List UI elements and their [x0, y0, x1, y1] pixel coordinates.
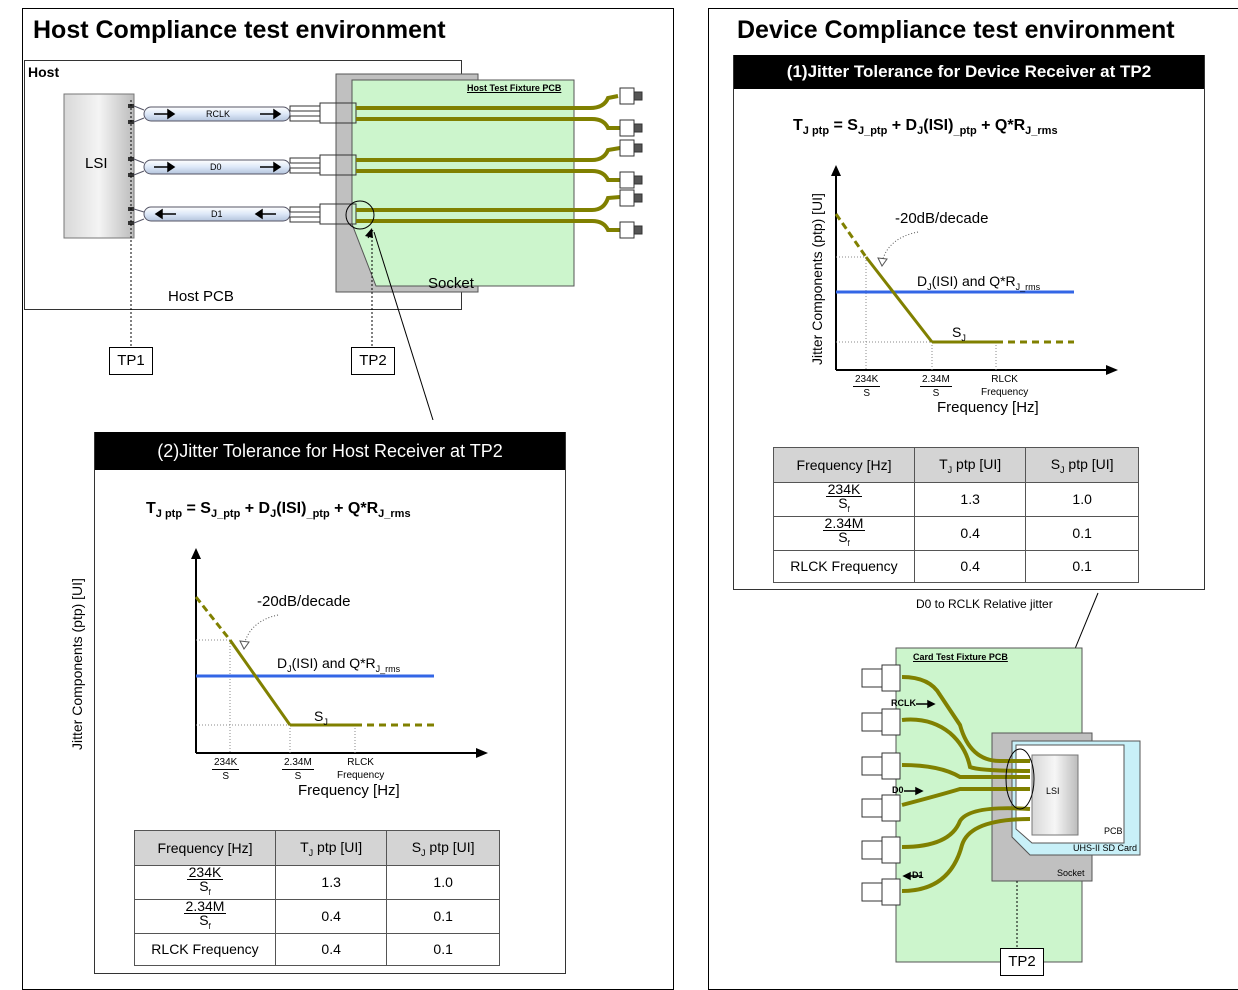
lsi-label: LSI [85, 155, 108, 172]
table-header-sj: SJ ptp [UI] [386, 830, 500, 866]
card-sd-label: UHS-II SD Card [1073, 843, 1138, 853]
tp1-label: TP1 [109, 347, 153, 375]
host-jitter-table: Frequency [Hz] TJ ptp [UI] SJ ptp [UI] 2… [134, 830, 500, 966]
device-plot-slope-label: -20dB/decade [895, 210, 989, 227]
card-rclk-label: RCLK [891, 698, 916, 708]
host-fixture-label: Host Test Fixture PCB [467, 83, 562, 93]
host-setup-diagram [63, 73, 643, 420]
d1-cable-label: D1 [211, 209, 223, 219]
device-plot-x-axis-label: Frequency [Hz] [937, 399, 1039, 416]
device-jitter-plot [831, 165, 1118, 375]
host-panel-title: Host Compliance test environment [33, 16, 446, 44]
host-plot-y-axis-label: Jitter Components (ptp) [UI] [69, 578, 85, 750]
table-row: RLCK Frequency 0.4 0.1 [134, 932, 500, 966]
host-plot-dj-label: DJ(ISI) and Q*RJ_rms [277, 655, 401, 674]
card-d1-label: D1 [912, 870, 924, 880]
host-jitter-formula: TJ ptp = SJ_ptp + DJ(ISI)_ptp + Q*RJ_rms [146, 500, 411, 521]
table-row: RLCK Frequency 0.4 0.1 [773, 549, 1139, 583]
rclk-cable-label: RCLK [206, 109, 231, 119]
device-plot-y-axis-label: Jitter Components (ptp) [UI] [809, 193, 825, 365]
device-tolerance-title: (1)Jitter Tolerance for Device Receiver … [734, 55, 1204, 89]
tp2-label: TP2 [351, 347, 395, 375]
host-plot-slope-label: -20dB/decade [257, 593, 351, 610]
d0-cable-label: D0 [210, 162, 222, 172]
card-pcb-label: PCB [1104, 826, 1123, 836]
device-plot-dj-label: DJ(ISI) and Q*RJ_rms [917, 273, 1041, 292]
card-lsi-label: LSI [1046, 786, 1060, 796]
card-tp2-label: TP2 [1000, 948, 1044, 976]
host-label: Host [28, 64, 60, 80]
card-socket-label: Socket [1057, 868, 1085, 878]
host-plot-sj-label: SJ [314, 708, 328, 727]
table-header-tj: TJ ptp [UI] [913, 447, 1027, 483]
table-header-frequency: Frequency [Hz] [773, 447, 915, 483]
relative-jitter-label: D0 to RCLK Relative jitter [916, 597, 1053, 611]
table-header-sj: SJ ptp [UI] [1025, 447, 1139, 483]
device-plot-sj-label: SJ [952, 324, 966, 343]
host-pcb-label: Host PCB [168, 288, 234, 305]
device-jitter-formula: TJ ptp = SJ_ptp + DJ(ISI)_ptp + Q*RJ_rms [793, 117, 1058, 138]
host-tolerance-title: (2)Jitter Tolerance for Host Receiver at… [95, 432, 565, 470]
host-jitter-plot [191, 548, 488, 758]
host-plot-x-axis-label: Frequency [Hz] [298, 782, 400, 799]
table-header-frequency: Frequency [Hz] [134, 830, 276, 866]
card-test-fixture-diagram [861, 592, 1141, 963]
table-header-tj: TJ ptp [UI] [274, 830, 388, 866]
card-fixture-label: Card Test Fixture PCB [913, 652, 1008, 662]
card-d0-label: D0 [892, 785, 904, 795]
host-socket-label: Socket [428, 275, 474, 292]
device-panel-title: Device Compliance test environment [737, 16, 1175, 44]
device-jitter-table: Frequency [Hz] TJ ptp [UI] SJ ptp [UI] 2… [773, 447, 1139, 583]
